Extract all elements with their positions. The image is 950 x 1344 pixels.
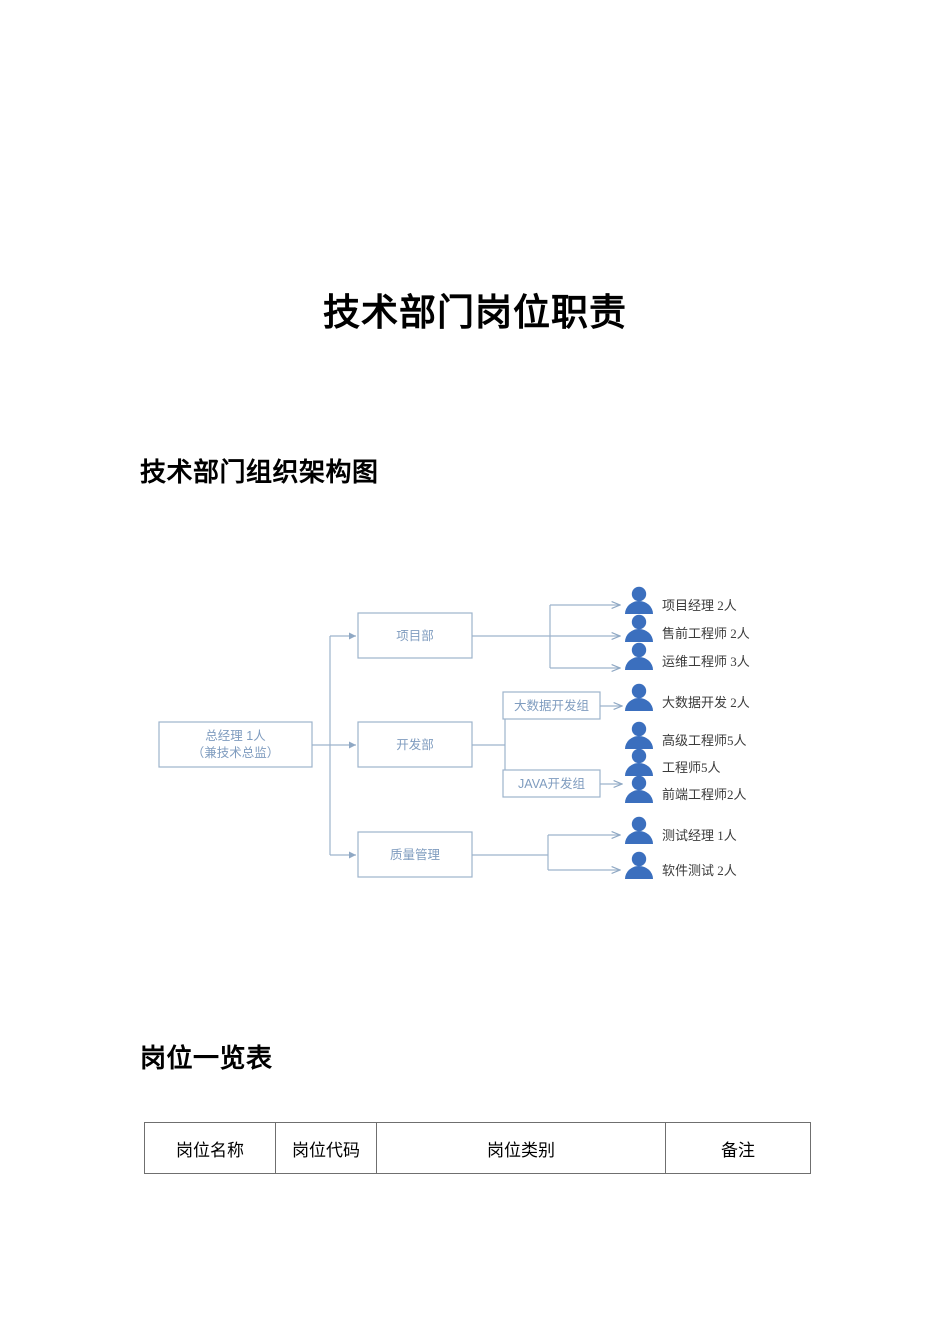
person-icon bbox=[625, 683, 653, 711]
post-table: 岗位名称 岗位代码 岗位类别 备注 bbox=[144, 1122, 811, 1174]
person-row-frontend-engineer: 前端工程师2人 bbox=[625, 775, 747, 803]
section-heading-post-table: 岗位一览表 bbox=[140, 1043, 273, 1073]
person-icon bbox=[625, 775, 653, 803]
person-icon bbox=[625, 851, 653, 879]
person-row-project-manager: 项目经理 2人 bbox=[625, 586, 737, 614]
person-row-presales-engineer: 售前工程师 2人 bbox=[625, 614, 750, 642]
connector-qa-dept-fanout bbox=[472, 835, 620, 870]
person-label: 工程师5人 bbox=[662, 760, 721, 775]
table-header-cell-post-name: 岗位名称 bbox=[144, 1122, 276, 1174]
org-box-qa-dept[interactable]: 质量管理 bbox=[357, 831, 473, 878]
org-box-root-line2: （兼技术总监） bbox=[192, 746, 280, 760]
person-label: 大数据开发 2人 bbox=[662, 695, 750, 710]
org-box-root[interactable]: 总经理 1人 （兼技术总监） bbox=[158, 721, 313, 768]
org-box-dev-dept[interactable]: 开发部 bbox=[357, 721, 473, 768]
person-icon bbox=[625, 721, 653, 749]
org-box-java-group[interactable]: JAVA开发组 bbox=[502, 769, 601, 798]
person-row-engineer: 工程师5人 bbox=[625, 748, 721, 776]
person-row-senior-engineer: 高级工程师5人 bbox=[625, 721, 747, 749]
person-row-software-tester: 软件测试 2人 bbox=[625, 851, 737, 879]
person-label: 前端工程师2人 bbox=[662, 787, 747, 802]
page-title: 技术部门岗位职责 bbox=[323, 292, 627, 333]
person-label: 售前工程师 2人 bbox=[662, 626, 750, 641]
person-label: 测试经理 1人 bbox=[662, 828, 737, 843]
person-row-test-manager: 测试经理 1人 bbox=[625, 816, 737, 844]
org-box-java-group-label: JAVA开发组 bbox=[518, 776, 585, 791]
table-header-cell-post-category: 岗位类别 bbox=[376, 1122, 666, 1174]
org-box-project-dept-label: 项目部 bbox=[396, 628, 434, 643]
org-box-bigdata-group-label: 大数据开发组 bbox=[514, 698, 589, 713]
org-chart-figure: 总经理 1人 （兼技术总监） 项目部 开发部 质量管理 大数据开发组 bbox=[0, 560, 950, 920]
person-icon bbox=[625, 586, 653, 614]
person-label: 项目经理 2人 bbox=[662, 598, 737, 613]
person-label: 高级工程师5人 bbox=[662, 733, 747, 748]
section-heading-org-chart: 技术部门组织架构图 bbox=[140, 457, 379, 487]
person-row-bigdata-developer: 大数据开发 2人 bbox=[625, 683, 750, 711]
person-label: 运维工程师 3人 bbox=[662, 654, 750, 669]
table-row: 岗位名称 岗位代码 岗位类别 备注 bbox=[144, 1122, 811, 1174]
org-box-qa-dept-label: 质量管理 bbox=[390, 847, 441, 862]
person-label: 软件测试 2人 bbox=[662, 863, 737, 878]
org-box-dev-dept-label: 开发部 bbox=[396, 737, 434, 752]
person-row-ops-engineer: 运维工程师 3人 bbox=[625, 642, 750, 670]
person-icon bbox=[625, 748, 653, 776]
org-box-bigdata-group[interactable]: 大数据开发组 bbox=[502, 691, 601, 720]
table-header-cell-post-code: 岗位代码 bbox=[275, 1122, 377, 1174]
org-box-project-dept[interactable]: 项目部 bbox=[357, 612, 473, 659]
person-icon bbox=[625, 642, 653, 670]
table-header-cell-remark: 备注 bbox=[665, 1122, 811, 1174]
person-icon bbox=[625, 816, 653, 844]
org-box-root-line1: 总经理 1人 bbox=[205, 729, 266, 743]
connector-project-dept-fanout bbox=[472, 605, 620, 668]
person-icon bbox=[625, 614, 653, 642]
